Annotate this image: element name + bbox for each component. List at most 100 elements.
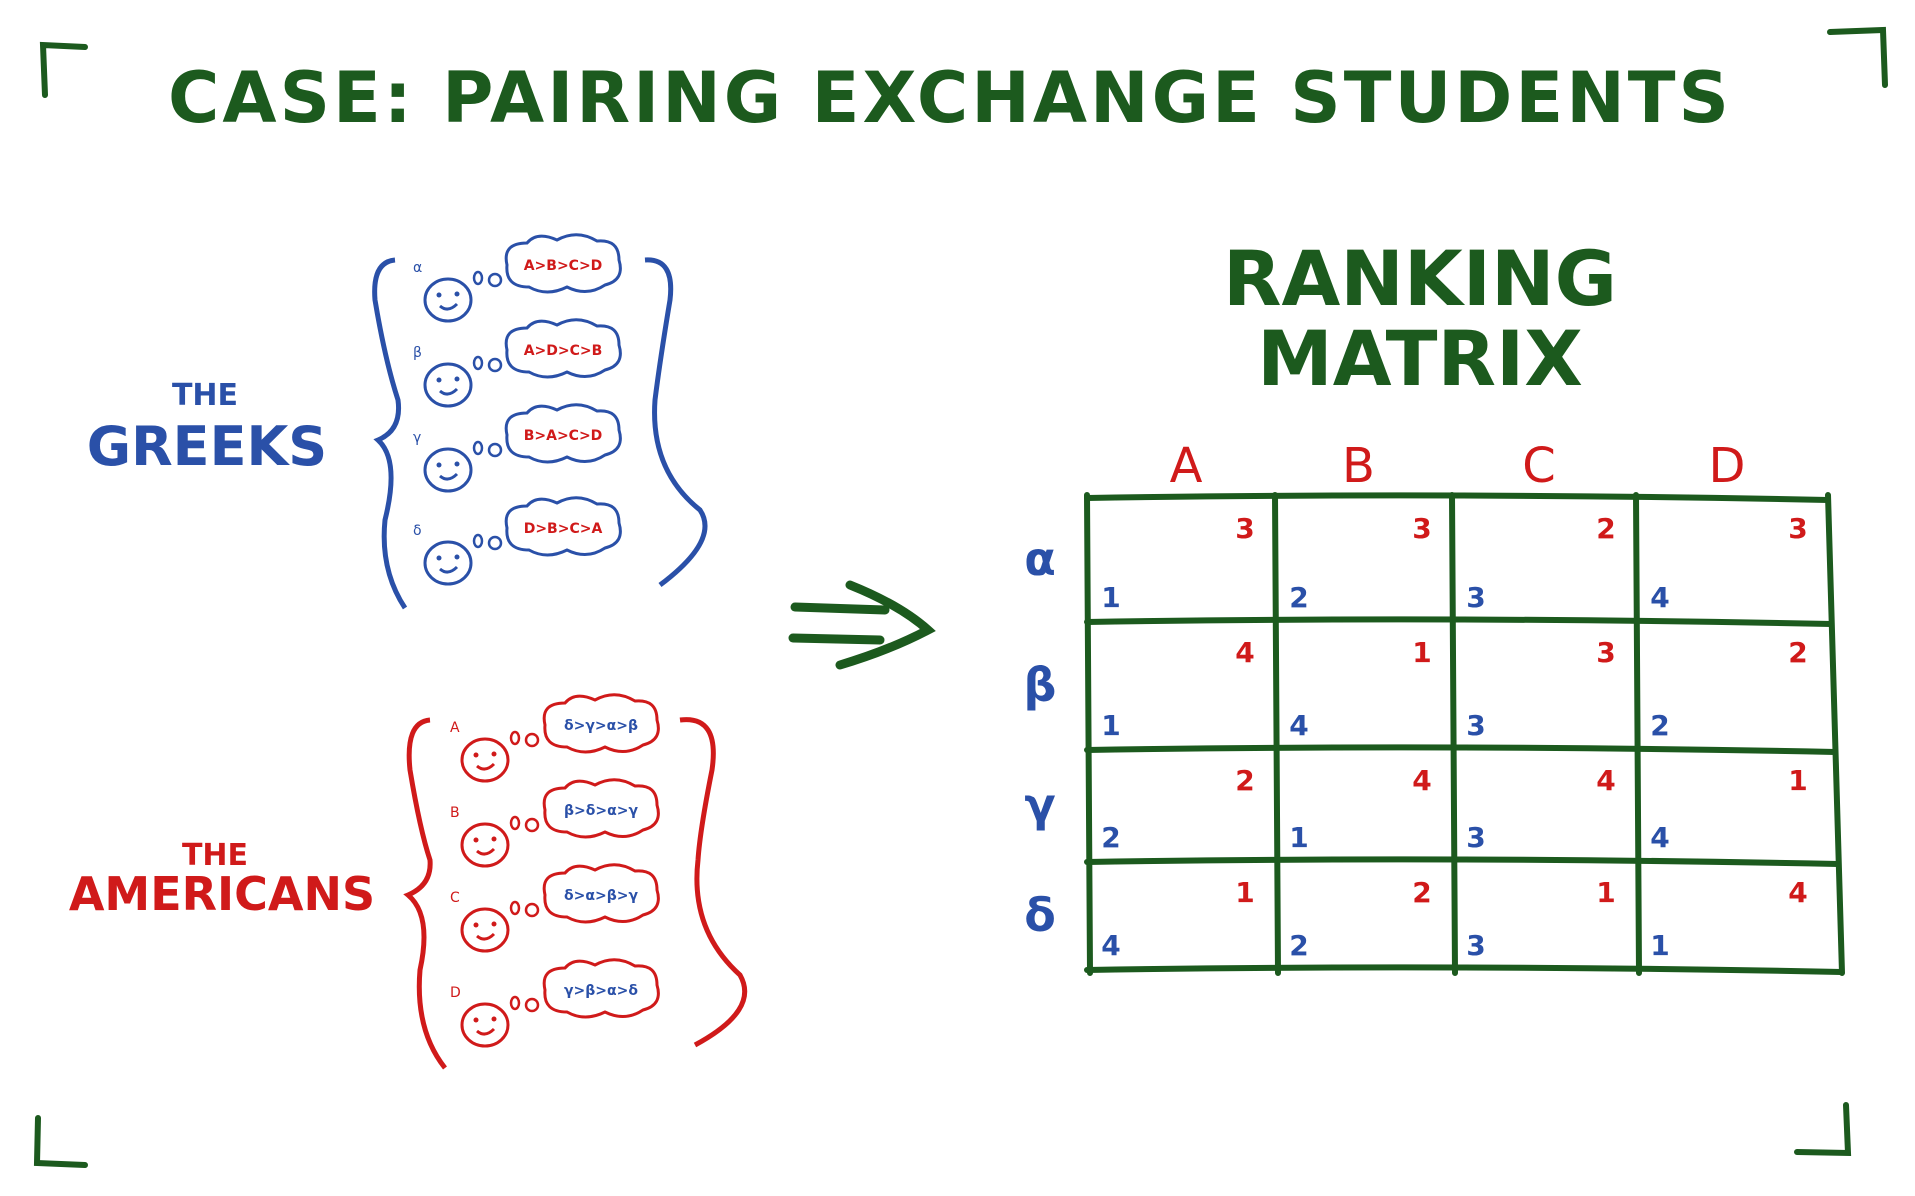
greek-rank: 3 <box>1466 709 1485 742</box>
thought-bubble-icon <box>542 958 660 1019</box>
column-header: B <box>1342 438 1375 494</box>
americans-label: AMERICANS <box>69 867 375 921</box>
american-rank: 3 <box>1412 512 1431 545</box>
greek-rank: 4 <box>1650 821 1669 854</box>
americans-left-brace <box>403 717 447 1070</box>
greek-rank: 1 <box>1101 581 1120 614</box>
row-header: β <box>1024 658 1057 712</box>
thought-dot-icon <box>524 817 540 833</box>
thought-dot-icon <box>524 902 540 918</box>
thought-bubble-icon <box>504 403 622 464</box>
smiley-face-icon <box>423 277 473 323</box>
american-rank: 1 <box>1596 876 1615 909</box>
matrix-cell: 43 <box>1466 764 1615 854</box>
column-header: C <box>1522 438 1556 494</box>
matrix-cell: 13 <box>1466 876 1615 962</box>
preference-text: δ>γ>α>β <box>564 718 638 734</box>
smiley-face-icon <box>423 447 473 493</box>
thought-dot-icon <box>509 815 521 831</box>
matrix-cell: 41 <box>1101 636 1254 742</box>
greeks-right-brace <box>644 257 708 587</box>
greek-rank: 4 <box>1101 929 1120 962</box>
member-symbol: B <box>450 805 460 821</box>
thought-dot-icon <box>487 535 503 551</box>
americans-right-brace <box>679 717 748 1048</box>
corner-bracket-top-left <box>39 41 88 98</box>
member-symbol: β <box>413 345 422 361</box>
smiley-face-icon <box>423 362 473 408</box>
matrix-cell: 41 <box>1289 764 1431 854</box>
greeks-left-brace <box>372 257 408 610</box>
thought-dot-icon <box>487 272 503 288</box>
greeks-label: GREEKS <box>87 415 327 478</box>
matrix-cell: 14 <box>1289 636 1431 742</box>
thought-dot-icon <box>472 270 484 286</box>
american-rank: 2 <box>1235 764 1254 797</box>
corner-bracket-bottom-right <box>1794 1102 1852 1157</box>
smiley-face-icon <box>460 822 510 868</box>
american-rank: 4 <box>1596 764 1615 797</box>
thought-dot-icon <box>524 732 540 748</box>
row-header: δ <box>1024 888 1056 942</box>
matrix-cell: 34 <box>1650 512 1807 614</box>
greek-rank: 2 <box>1650 709 1669 742</box>
american-rank: 2 <box>1788 636 1807 669</box>
smiley-face-icon <box>460 1002 510 1048</box>
greek-rank: 2 <box>1289 581 1308 614</box>
matrix-cell: 33 <box>1466 636 1615 742</box>
greeks-label-the: THE <box>172 378 238 413</box>
member-symbol: C <box>450 890 460 906</box>
smiley-face-icon <box>423 540 473 586</box>
thought-dot-icon <box>487 357 503 373</box>
preference-text: A>D>C>B <box>524 343 603 359</box>
thought-dot-icon <box>524 997 540 1013</box>
preference-text: δ>α>β>γ <box>564 888 638 904</box>
matrix-cell: 31 <box>1101 512 1254 614</box>
american-rank: 1 <box>1235 876 1254 909</box>
member-symbol: α <box>413 260 422 276</box>
member-symbol: γ <box>413 430 421 446</box>
american-rank: 4 <box>1412 764 1431 797</box>
greek-rank: 3 <box>1466 821 1485 854</box>
thought-bubble-icon <box>542 778 660 839</box>
greek-rank: 2 <box>1289 929 1308 962</box>
american-rank: 1 <box>1788 764 1807 797</box>
corner-brackets <box>33 26 1888 1168</box>
double-arrow-icon <box>788 580 936 670</box>
american-rank: 3 <box>1788 512 1807 545</box>
thought-bubble-icon <box>542 863 660 924</box>
smiley-face-icon <box>460 737 510 783</box>
matrix-cell: 22 <box>1289 876 1431 962</box>
american-rank: 4 <box>1788 876 1807 909</box>
page-title: CASE: PAIRING EXCHANGE STUDENTS <box>168 57 1732 139</box>
greek-rank: 1 <box>1289 821 1308 854</box>
thought-dot-icon <box>509 995 521 1011</box>
thought-dot-icon <box>509 900 521 916</box>
matrix-cell: 22 <box>1101 764 1254 854</box>
matrix-title-line2: MATRIX <box>1257 314 1583 403</box>
american-rank: 3 <box>1596 636 1615 669</box>
column-header: D <box>1709 438 1746 494</box>
column-header: A <box>1170 438 1203 494</box>
preference-text: β>δ>α>γ <box>564 803 638 819</box>
member-symbol: δ <box>413 523 422 539</box>
greek-rank: 3 <box>1466 581 1485 614</box>
greeks-member: β A>D>C>B <box>413 318 622 408</box>
matrix-cell: 32 <box>1289 512 1431 614</box>
greek-rank: 1 <box>1101 709 1120 742</box>
matrix-cell: 23 <box>1466 512 1615 614</box>
american-rank: 4 <box>1235 636 1254 669</box>
corner-bracket-top-right <box>1827 26 1888 88</box>
row-header: γ <box>1024 778 1055 832</box>
greek-rank: 4 <box>1289 709 1308 742</box>
